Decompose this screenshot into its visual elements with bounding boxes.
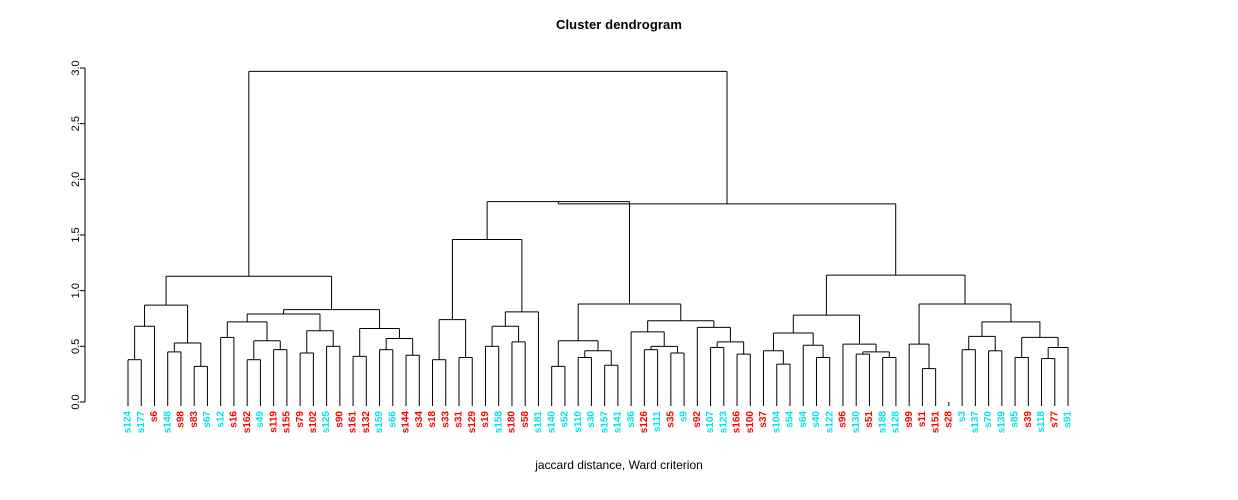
y-tick-label: 1.0 xyxy=(70,283,82,298)
leaf-label: s141 xyxy=(613,411,624,434)
leaf-label: s129 xyxy=(467,411,478,434)
leaf-label: s70 xyxy=(983,411,994,428)
leaf-label: s39 xyxy=(1023,411,1034,428)
x-axis-label: jaccard distance, Ward criterion xyxy=(535,458,703,472)
leaf-label: s151 xyxy=(930,411,941,434)
leaf-label: s9 xyxy=(679,411,690,423)
y-tick-label: 0.0 xyxy=(70,394,82,409)
leaf-label: s188 xyxy=(877,411,888,434)
leaf-label: s137 xyxy=(970,411,981,434)
leaf-label: s11 xyxy=(917,411,928,428)
leaf-label: s107 xyxy=(705,411,716,434)
leaf-label: s123 xyxy=(718,411,729,434)
leaf-label: s96 xyxy=(838,411,849,428)
leaf-label: s90 xyxy=(334,411,345,428)
leaf-label: s49 xyxy=(255,411,266,428)
page-title: Cluster dendrogram xyxy=(555,17,683,32)
leaf-label: s3 xyxy=(957,411,968,423)
leaf-label: s99 xyxy=(904,411,915,428)
leaf-label: s140 xyxy=(546,411,557,434)
leaf-label: s12 xyxy=(215,411,226,428)
leaf-label: s35 xyxy=(665,411,676,428)
y-tick-label: 2.5 xyxy=(70,116,82,131)
leaf-label: s16 xyxy=(229,411,240,428)
leaf-label: s92 xyxy=(692,411,703,428)
leaf-label: s181 xyxy=(533,411,544,434)
y-tick-label: 2.0 xyxy=(70,172,82,187)
leaf-label: s6 xyxy=(149,411,160,423)
dendrogram-tree xyxy=(127,70,1069,402)
leaf-label: s180 xyxy=(507,411,518,434)
leaf-label: s166 xyxy=(732,411,743,434)
leaf-label: s159 xyxy=(374,411,385,434)
leaf-label: s102 xyxy=(308,411,319,434)
leaf-label: s19 xyxy=(480,411,491,428)
leaf-label: s177 xyxy=(136,411,147,434)
leaf-label: s28 xyxy=(944,411,955,428)
leaf-label: s40 xyxy=(811,411,822,428)
leaf-label: s124 xyxy=(123,411,134,434)
y-tick-label: 3.0 xyxy=(70,60,82,75)
leaf-label: s100 xyxy=(745,411,756,434)
leaf-label: s67 xyxy=(202,411,213,428)
leaf-label: s128 xyxy=(891,411,902,434)
leaf-label: s51 xyxy=(864,411,875,428)
leaf-label: s34 xyxy=(414,411,425,428)
leaf-label: s158 xyxy=(493,411,504,434)
leaf-label: s66 xyxy=(387,411,398,428)
leaf-label: s155 xyxy=(282,411,293,434)
leaf-label: s98 xyxy=(176,411,187,428)
leaf-label: s85 xyxy=(1010,411,1021,428)
leaf-label: s91 xyxy=(1063,411,1074,428)
leaf-label: s132 xyxy=(361,411,372,434)
leaf-label: s110 xyxy=(573,411,584,433)
leaf-label: s161 xyxy=(348,411,359,434)
leaf-label: s144 xyxy=(401,411,412,434)
leaf-label: s125 xyxy=(321,411,332,434)
leaf-label: s148 xyxy=(162,411,173,434)
leaf-label: s139 xyxy=(996,411,1007,434)
leaf-label: s36 xyxy=(626,411,637,428)
leaf-label: s33 xyxy=(440,411,451,428)
leaf-label: s79 xyxy=(295,411,306,428)
leaf-label: s130 xyxy=(851,411,862,434)
leaf-label: s122 xyxy=(824,411,835,434)
leaf-label: s83 xyxy=(189,411,200,428)
leaf-label: s64 xyxy=(798,411,809,428)
leaf-label: s30 xyxy=(586,411,597,428)
leaf-label: s162 xyxy=(242,411,253,434)
leaf-label: s157 xyxy=(599,411,610,434)
leaf-label: s111 xyxy=(652,411,663,433)
leaf-label: s18 xyxy=(427,411,438,428)
y-axis: 0.0 0.5 1.0 1.5 2.0 2.5 3.0 xyxy=(70,60,86,410)
y-tick-label: 1.5 xyxy=(70,227,82,242)
leaf-label: s119 xyxy=(268,411,279,433)
leaf-label: s31 xyxy=(454,411,465,428)
leaf-label: s58 xyxy=(520,411,531,428)
leaf-label: s52 xyxy=(560,411,571,428)
leaf-label: s126 xyxy=(639,411,650,434)
leaf-label: s37 xyxy=(758,411,769,428)
y-tick-label: 0.5 xyxy=(70,339,82,354)
leaf-label: s104 xyxy=(771,411,782,434)
leaf-label: s77 xyxy=(1049,411,1060,428)
leaf-label: s54 xyxy=(785,411,796,428)
leaf-label: s118 xyxy=(1036,411,1047,433)
